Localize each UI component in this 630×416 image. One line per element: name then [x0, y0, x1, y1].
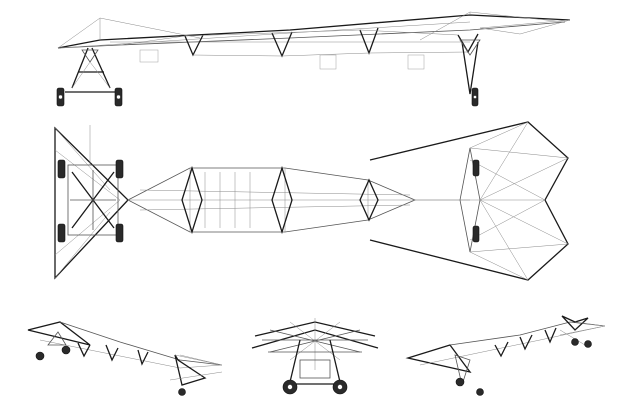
- side-panel: [139, 49, 159, 63]
- plan-front-canard: [54, 125, 129, 280]
- side-bracing-frames: [119, 27, 479, 58]
- perspective-left-view: [27, 321, 223, 396]
- front-elevation-view: [251, 318, 379, 395]
- plan-diamond-frames: [181, 165, 379, 235]
- plan-rear-wings: [369, 121, 569, 281]
- side-panel: [319, 54, 337, 70]
- side-boom: [57, 11, 571, 49]
- plan-front-chassis: [57, 159, 124, 243]
- side-front-undercarriage: [56, 47, 123, 107]
- side-elevation-view: [56, 11, 571, 107]
- side-rear-gear: [459, 39, 481, 107]
- side-panel: [407, 54, 425, 70]
- perspective-right-view: [405, 315, 606, 396]
- top-plan-view: [54, 121, 569, 281]
